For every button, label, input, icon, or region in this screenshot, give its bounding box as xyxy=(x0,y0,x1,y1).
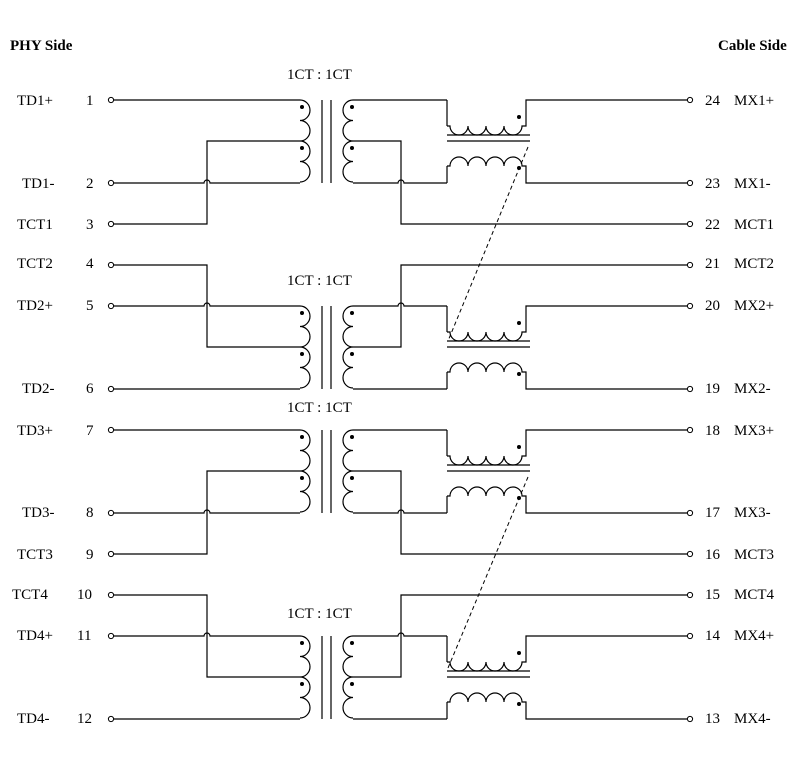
pin-number: 22 xyxy=(705,217,720,233)
pin-number: 19 xyxy=(705,381,720,397)
pin-number: 7 xyxy=(86,423,94,439)
channel-3-transformer xyxy=(114,429,687,555)
pin-number: 6 xyxy=(86,381,94,397)
ratio-label: 1CT : 1CT xyxy=(287,67,352,83)
pin-name: MX2- xyxy=(734,381,771,397)
dashed-link-3-4 xyxy=(447,476,529,669)
right-pin-labels: 24 MX1+ 23 MX1- 22 MCT1 21 MCT2 20 MX2+ … xyxy=(705,93,775,727)
dashed-link-1-2 xyxy=(447,146,529,342)
pin-name: TD4+ xyxy=(17,628,53,644)
pin-name: TD2- xyxy=(22,381,55,397)
pin-number: 11 xyxy=(77,628,91,644)
pin-number: 1 xyxy=(86,93,94,109)
pin-name: MCT2 xyxy=(734,256,774,272)
pin-name: TCT2 xyxy=(17,256,53,272)
pin-number: 16 xyxy=(705,547,721,563)
pin-number: 2 xyxy=(86,176,94,192)
pin-name: MX2+ xyxy=(734,298,774,314)
pin-number: 17 xyxy=(705,505,721,521)
channel-1-transformer xyxy=(114,99,687,225)
pin-name: MCT4 xyxy=(734,587,775,603)
ratio-label: 1CT : 1CT xyxy=(287,606,352,622)
pin-number: 9 xyxy=(86,547,94,563)
pin-number: 20 xyxy=(705,298,720,314)
pin-number: 13 xyxy=(705,711,720,727)
phy-side-header: PHY Side xyxy=(10,38,73,54)
ratio-label: 1CT : 1CT xyxy=(287,273,352,289)
pin-name: MCT3 xyxy=(734,547,774,563)
ratio-label: 1CT : 1CT xyxy=(287,400,352,416)
pin-name: MX3+ xyxy=(734,423,774,439)
pin-number: 4 xyxy=(86,256,94,272)
pin-number: 3 xyxy=(86,217,94,233)
pin-name: TD3+ xyxy=(17,423,53,439)
pin-name: TD3- xyxy=(22,505,55,521)
pin-name: MX4+ xyxy=(734,628,774,644)
pin-name: MX1+ xyxy=(734,93,774,109)
channel-2-transformer xyxy=(114,264,687,390)
pin-name: TD1- xyxy=(22,176,55,192)
pin-number: 21 xyxy=(705,256,720,272)
pin-number: 18 xyxy=(705,423,720,439)
pin-number: 12 xyxy=(77,711,92,727)
pin-name: MX1- xyxy=(734,176,771,192)
pin-number: 5 xyxy=(86,298,94,314)
pin-name: MCT1 xyxy=(734,217,774,233)
pin-number: 8 xyxy=(86,505,94,521)
pin-name: MX4- xyxy=(734,711,771,727)
pin-name: TD4- xyxy=(17,711,50,727)
channel-4-transformer xyxy=(114,594,687,720)
pin-number: 24 xyxy=(705,93,721,109)
pin-name: TD1+ xyxy=(17,93,53,109)
pin-name: TD2+ xyxy=(17,298,53,314)
pin-name: TCT1 xyxy=(17,217,53,233)
right-terminals xyxy=(686,96,694,723)
pin-number: 15 xyxy=(705,587,720,603)
left-terminals xyxy=(107,96,115,723)
pin-number: 10 xyxy=(77,587,92,603)
cable-side-header: Cable Side xyxy=(718,38,787,54)
left-pin-labels: TD1+ 1 TD1- 2 TCT1 3 TCT2 4 TD2+ 5 TD2- … xyxy=(12,93,94,727)
pin-name: MX3- xyxy=(734,505,771,521)
pin-number: 14 xyxy=(705,628,721,644)
pin-number: 23 xyxy=(705,176,720,192)
pin-name: TCT4 xyxy=(12,587,48,603)
pin-name: TCT3 xyxy=(17,547,53,563)
